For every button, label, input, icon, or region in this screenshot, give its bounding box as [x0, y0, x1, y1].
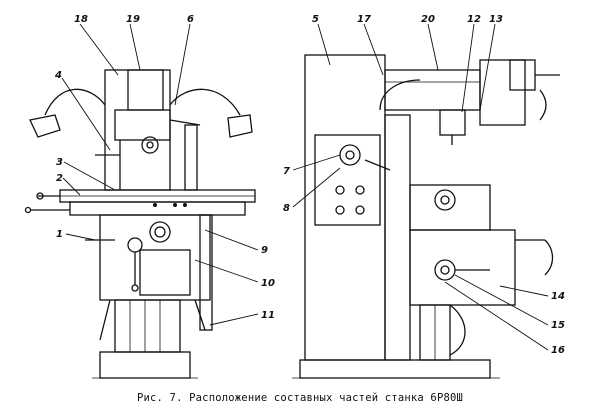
- label-5: 5: [312, 14, 319, 25]
- label-8: 8: [283, 203, 290, 214]
- label-6: 6: [187, 14, 194, 25]
- part-labels: 18 19 6 4 3 2 1 9 10 11 5 17 20 12 13 7 …: [54, 14, 565, 356]
- label-20: 20: [421, 14, 435, 25]
- side-knee: [409, 229, 516, 306]
- side-spindle-head: [479, 59, 526, 126]
- front-knee: [139, 249, 191, 296]
- label-13: 13: [489, 14, 503, 25]
- overarm: [384, 69, 481, 111]
- label-15: 15: [551, 320, 565, 331]
- front-pedestal: [114, 299, 181, 353]
- label-1: 1: [56, 229, 63, 240]
- label-18: 18: [74, 14, 88, 25]
- label-11: 11: [261, 310, 275, 321]
- overarm-bracket: [379, 79, 421, 111]
- label-3: 3: [56, 157, 63, 168]
- figure-caption: Рис. 7. Расположение составных частей ст…: [136, 392, 464, 404]
- label-16: 16: [551, 345, 565, 356]
- front-view: [24, 69, 256, 379]
- left-lamp-arm: [44, 88, 106, 116]
- label-19: 19: [126, 14, 140, 25]
- label-10: 10: [261, 278, 275, 289]
- label-2: 2: [56, 173, 63, 184]
- front-column: [99, 214, 211, 301]
- side-view: [292, 54, 560, 379]
- label-14: 14: [551, 291, 565, 302]
- knee-handwheel: [434, 259, 456, 281]
- front-handwheel: [149, 221, 171, 243]
- left-lamp: [29, 114, 61, 138]
- label-4: 4: [54, 70, 62, 81]
- label-12: 12: [467, 14, 481, 25]
- front-base: [99, 351, 191, 379]
- label-9: 9: [261, 245, 268, 256]
- right-lamp: [227, 114, 253, 138]
- side-column: [304, 54, 386, 361]
- label-17: 17: [357, 14, 371, 25]
- label-7: 7: [283, 166, 290, 177]
- side-base: [299, 359, 491, 379]
- speed-selector: [339, 144, 361, 166]
- side-gearbox-panel: [314, 134, 381, 226]
- right-lamp-arm: [169, 88, 241, 116]
- leader-lines: [61, 23, 549, 351]
